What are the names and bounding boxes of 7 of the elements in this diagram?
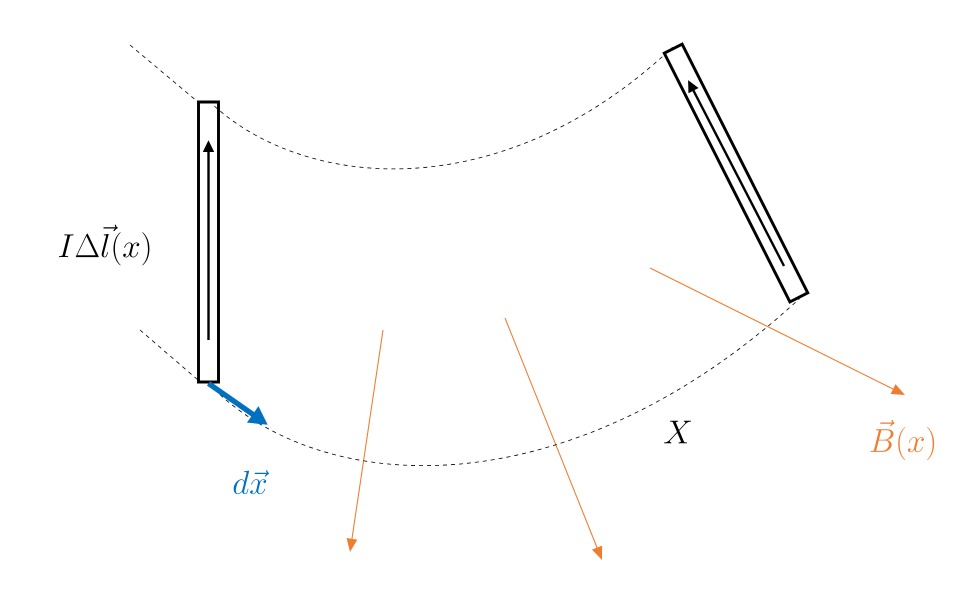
- formula-label: $X$: [664, 420, 692, 444]
- formula-label: $I\Delta\vec{l}(x)$: [58, 224, 150, 266]
- formula-label: $\vec{B}(x)$: [870, 420, 934, 460]
- edge-label: $d\vec{x}$: [234, 470, 270, 494]
- bar-element: [197, 100, 220, 384]
- dashed-curve: [208, 298, 800, 466]
- dashed-curve: [208, 46, 673, 169]
